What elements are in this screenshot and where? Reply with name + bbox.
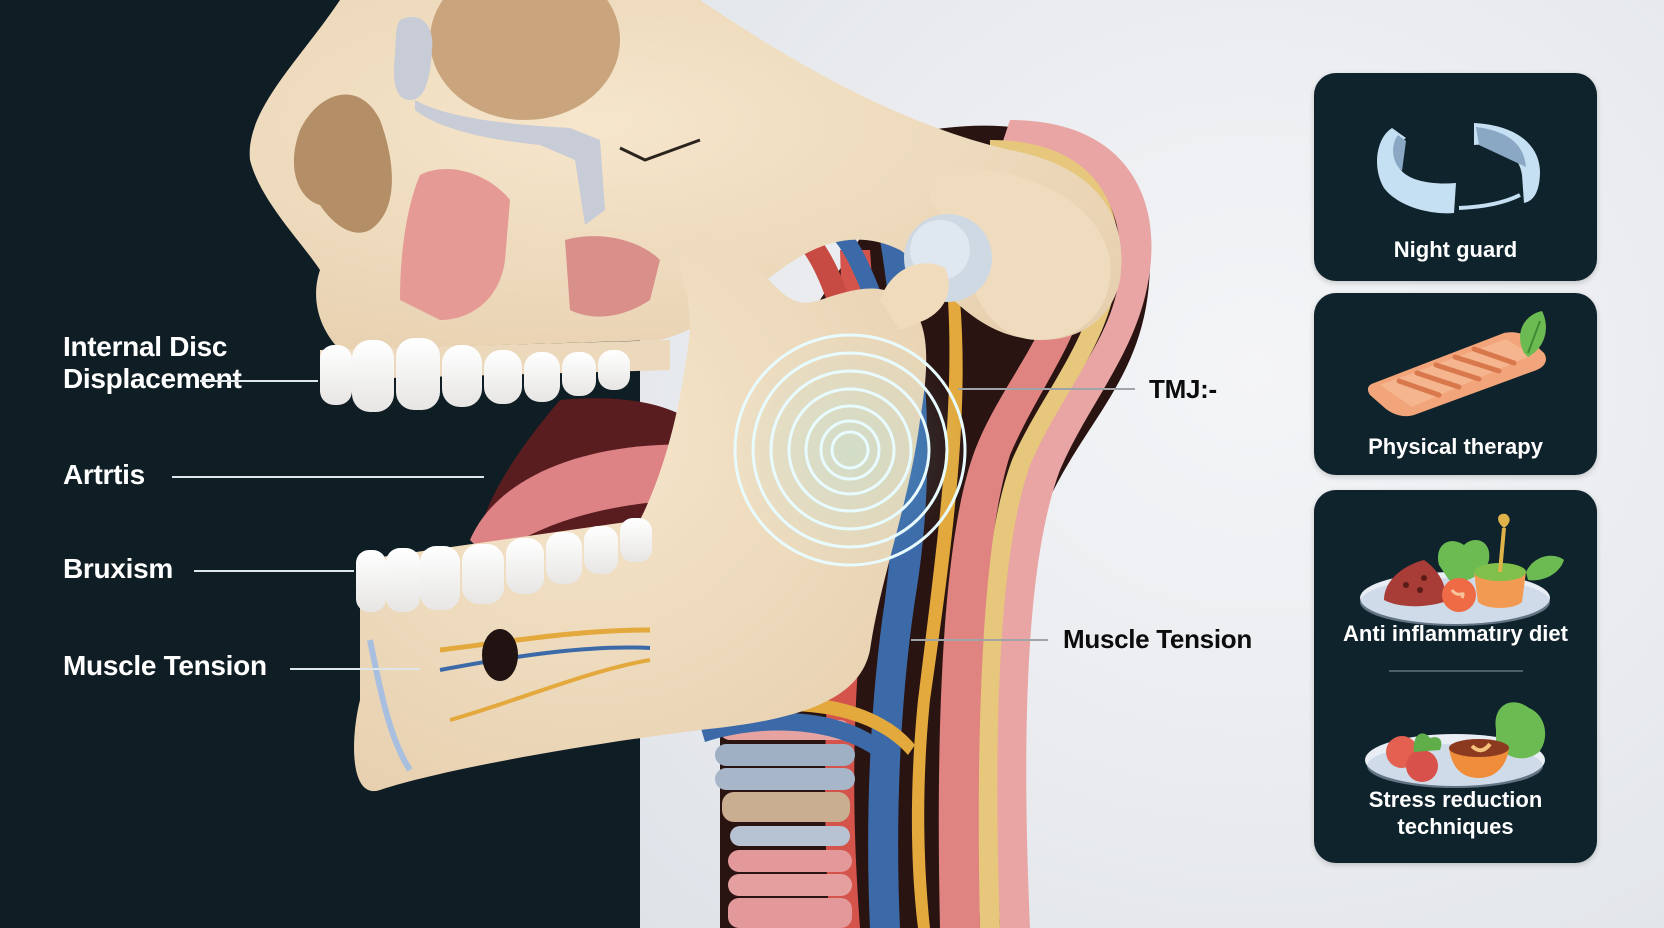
stress-plate-icon: [1365, 702, 1546, 788]
label-line-2: Displacement: [63, 363, 242, 394]
card-title-stress-reduction: Stress reduction techniques: [1314, 786, 1597, 840]
pulse-rings: [730, 330, 970, 570]
card-title-night-guard: Night guard: [1393, 237, 1518, 262]
leader-line-tmj: [958, 388, 1135, 390]
upper-teeth: [320, 338, 670, 412]
physical-therapy-icon: [1367, 311, 1546, 417]
tongue: [470, 444, 700, 560]
card-title-physical-therapy: Physical therapy: [1368, 434, 1543, 459]
label-muscle-tension-right: Muscle Tension: [1063, 624, 1252, 654]
card-title-line-1: Stress reduction: [1368, 787, 1543, 812]
card-title-anti-inflammatory-diet: Anti inflammatıry diet: [1343, 621, 1568, 646]
lower-teeth: [356, 518, 652, 612]
leader-line-muscle-tension-left: [290, 668, 420, 670]
label-internal-disc-displacement: Internal Disc Displacement: [63, 331, 242, 395]
label-arthritis: Artrtis: [63, 459, 145, 490]
label-muscle-tension-left: Muscle Tension: [63, 650, 267, 681]
card-title-line-2: techniques: [1397, 814, 1514, 839]
leader-line-bruxism: [194, 570, 354, 572]
leader-line-muscle-tension-right: [911, 639, 1048, 641]
label-bruxism: Bruxism: [63, 553, 173, 584]
leader-line-arthritis: [172, 476, 484, 478]
card-physical-therapy: Physical therapy: [1314, 293, 1597, 475]
card-diet-and-stress: Anti inflammatıry diet Stress reduction …: [1314, 490, 1597, 863]
leader-line-internal-disc: [200, 380, 318, 382]
card-divider: [1389, 670, 1523, 672]
label-line-1: Internal Disc: [63, 331, 228, 362]
night-guard-icon: [1377, 123, 1540, 214]
skull: [249, 0, 1122, 350]
label-tmj: TMJ:-: [1149, 374, 1217, 404]
card-night-guard: Night guard: [1314, 73, 1597, 281]
diet-plate-icon: [1360, 513, 1564, 626]
